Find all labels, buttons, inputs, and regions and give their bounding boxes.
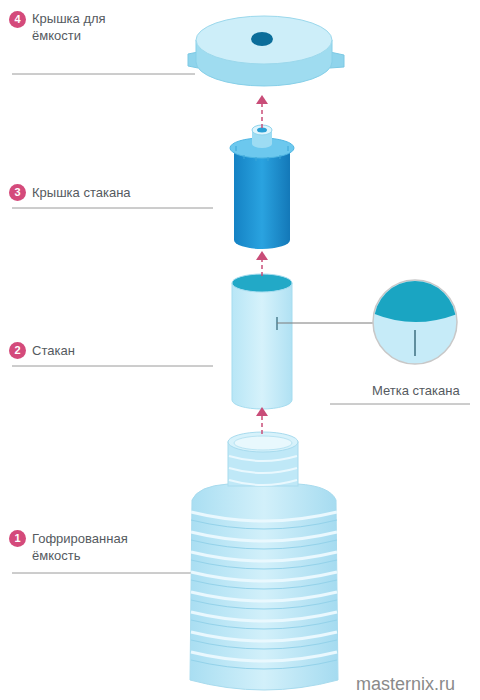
cup-lid-knob-hole: [257, 128, 267, 133]
rib-shadow: [191, 600, 337, 609]
container-rib-shadows: [191, 520, 337, 669]
part-name: Стакан: [32, 342, 202, 359]
cup: [232, 274, 374, 409]
callout-number: 4: [9, 11, 26, 28]
thread: [229, 468, 297, 473]
rib: [191, 592, 337, 601]
watermark: masternix.ru: [356, 674, 480, 694]
assembly-arrow: [261, 258, 263, 276]
rib-shadow: [191, 640, 337, 649]
tick: [288, 146, 289, 151]
cup-lid-body: [234, 150, 290, 249]
container-mouth: [228, 432, 298, 452]
thread: [229, 456, 297, 461]
callout-number-text: 3: [14, 186, 20, 198]
assembly-arrow: [261, 102, 263, 128]
leader-line: [277, 323, 374, 324]
lid-hole: [251, 32, 273, 46]
rib: [191, 572, 337, 581]
underline: [12, 573, 195, 574]
zoom-callout: [370, 270, 462, 364]
rib: [191, 532, 337, 541]
cup-lid: [230, 125, 294, 249]
callout-label: Метка стакана: [372, 382, 472, 399]
rib-shadow: [191, 560, 337, 569]
underline: [330, 404, 470, 405]
tick: [256, 157, 257, 161]
underline: [12, 74, 195, 75]
underline: [12, 366, 213, 367]
callout-number: 2: [9, 342, 26, 359]
container-lid: [188, 16, 344, 86]
rib: [191, 632, 337, 641]
container-mouth-inner: [234, 436, 292, 450]
lid-top: [196, 16, 332, 64]
assembly-arrow: [261, 414, 263, 434]
cup-lid-ticks: [236, 146, 288, 161]
rib-shadow: [191, 520, 337, 529]
tick: [244, 155, 245, 159]
rib-shadow: [191, 620, 337, 629]
rib-shadow: [191, 660, 337, 669]
assembly-arrows: [261, 102, 263, 434]
zoom-mark: [414, 330, 416, 356]
rib: [191, 552, 337, 561]
arrow-head: [256, 251, 268, 260]
tick: [280, 155, 281, 159]
part-name: Гофрированная ёмкость: [32, 530, 142, 564]
tick: [236, 146, 237, 151]
rib-shadow: [191, 580, 337, 589]
part-name: Крышка стакана: [32, 184, 202, 201]
rib: [191, 612, 337, 621]
arrow-heads: [256, 95, 268, 416]
arrow-head: [256, 407, 268, 416]
rib-shadow: [191, 540, 337, 549]
callout-number: 3: [9, 184, 26, 201]
container-body: [190, 484, 338, 690]
rib: [191, 652, 337, 661]
cup-lid-flange: [230, 138, 294, 158]
callout-number-text: 1: [14, 532, 20, 544]
callout-number: 1: [9, 530, 26, 547]
tick: [268, 157, 269, 161]
container-ribs: [191, 512, 337, 661]
arrow-head: [256, 95, 268, 104]
zoom-cup-interior: [370, 270, 462, 322]
callout-number-text: 4: [14, 13, 20, 25]
corrugated-container: [190, 432, 338, 690]
cup-lid-knob: [252, 140, 272, 148]
cup-body: [232, 283, 292, 409]
thread: [229, 480, 297, 485]
rib: [191, 512, 337, 521]
zoom-content: [370, 270, 462, 356]
cup-top: [232, 274, 292, 292]
neck-threads: [229, 456, 297, 485]
underline: [12, 208, 213, 209]
part-name: Крышка для ёмкости: [32, 10, 124, 44]
callout-number-text: 2: [14, 344, 20, 356]
